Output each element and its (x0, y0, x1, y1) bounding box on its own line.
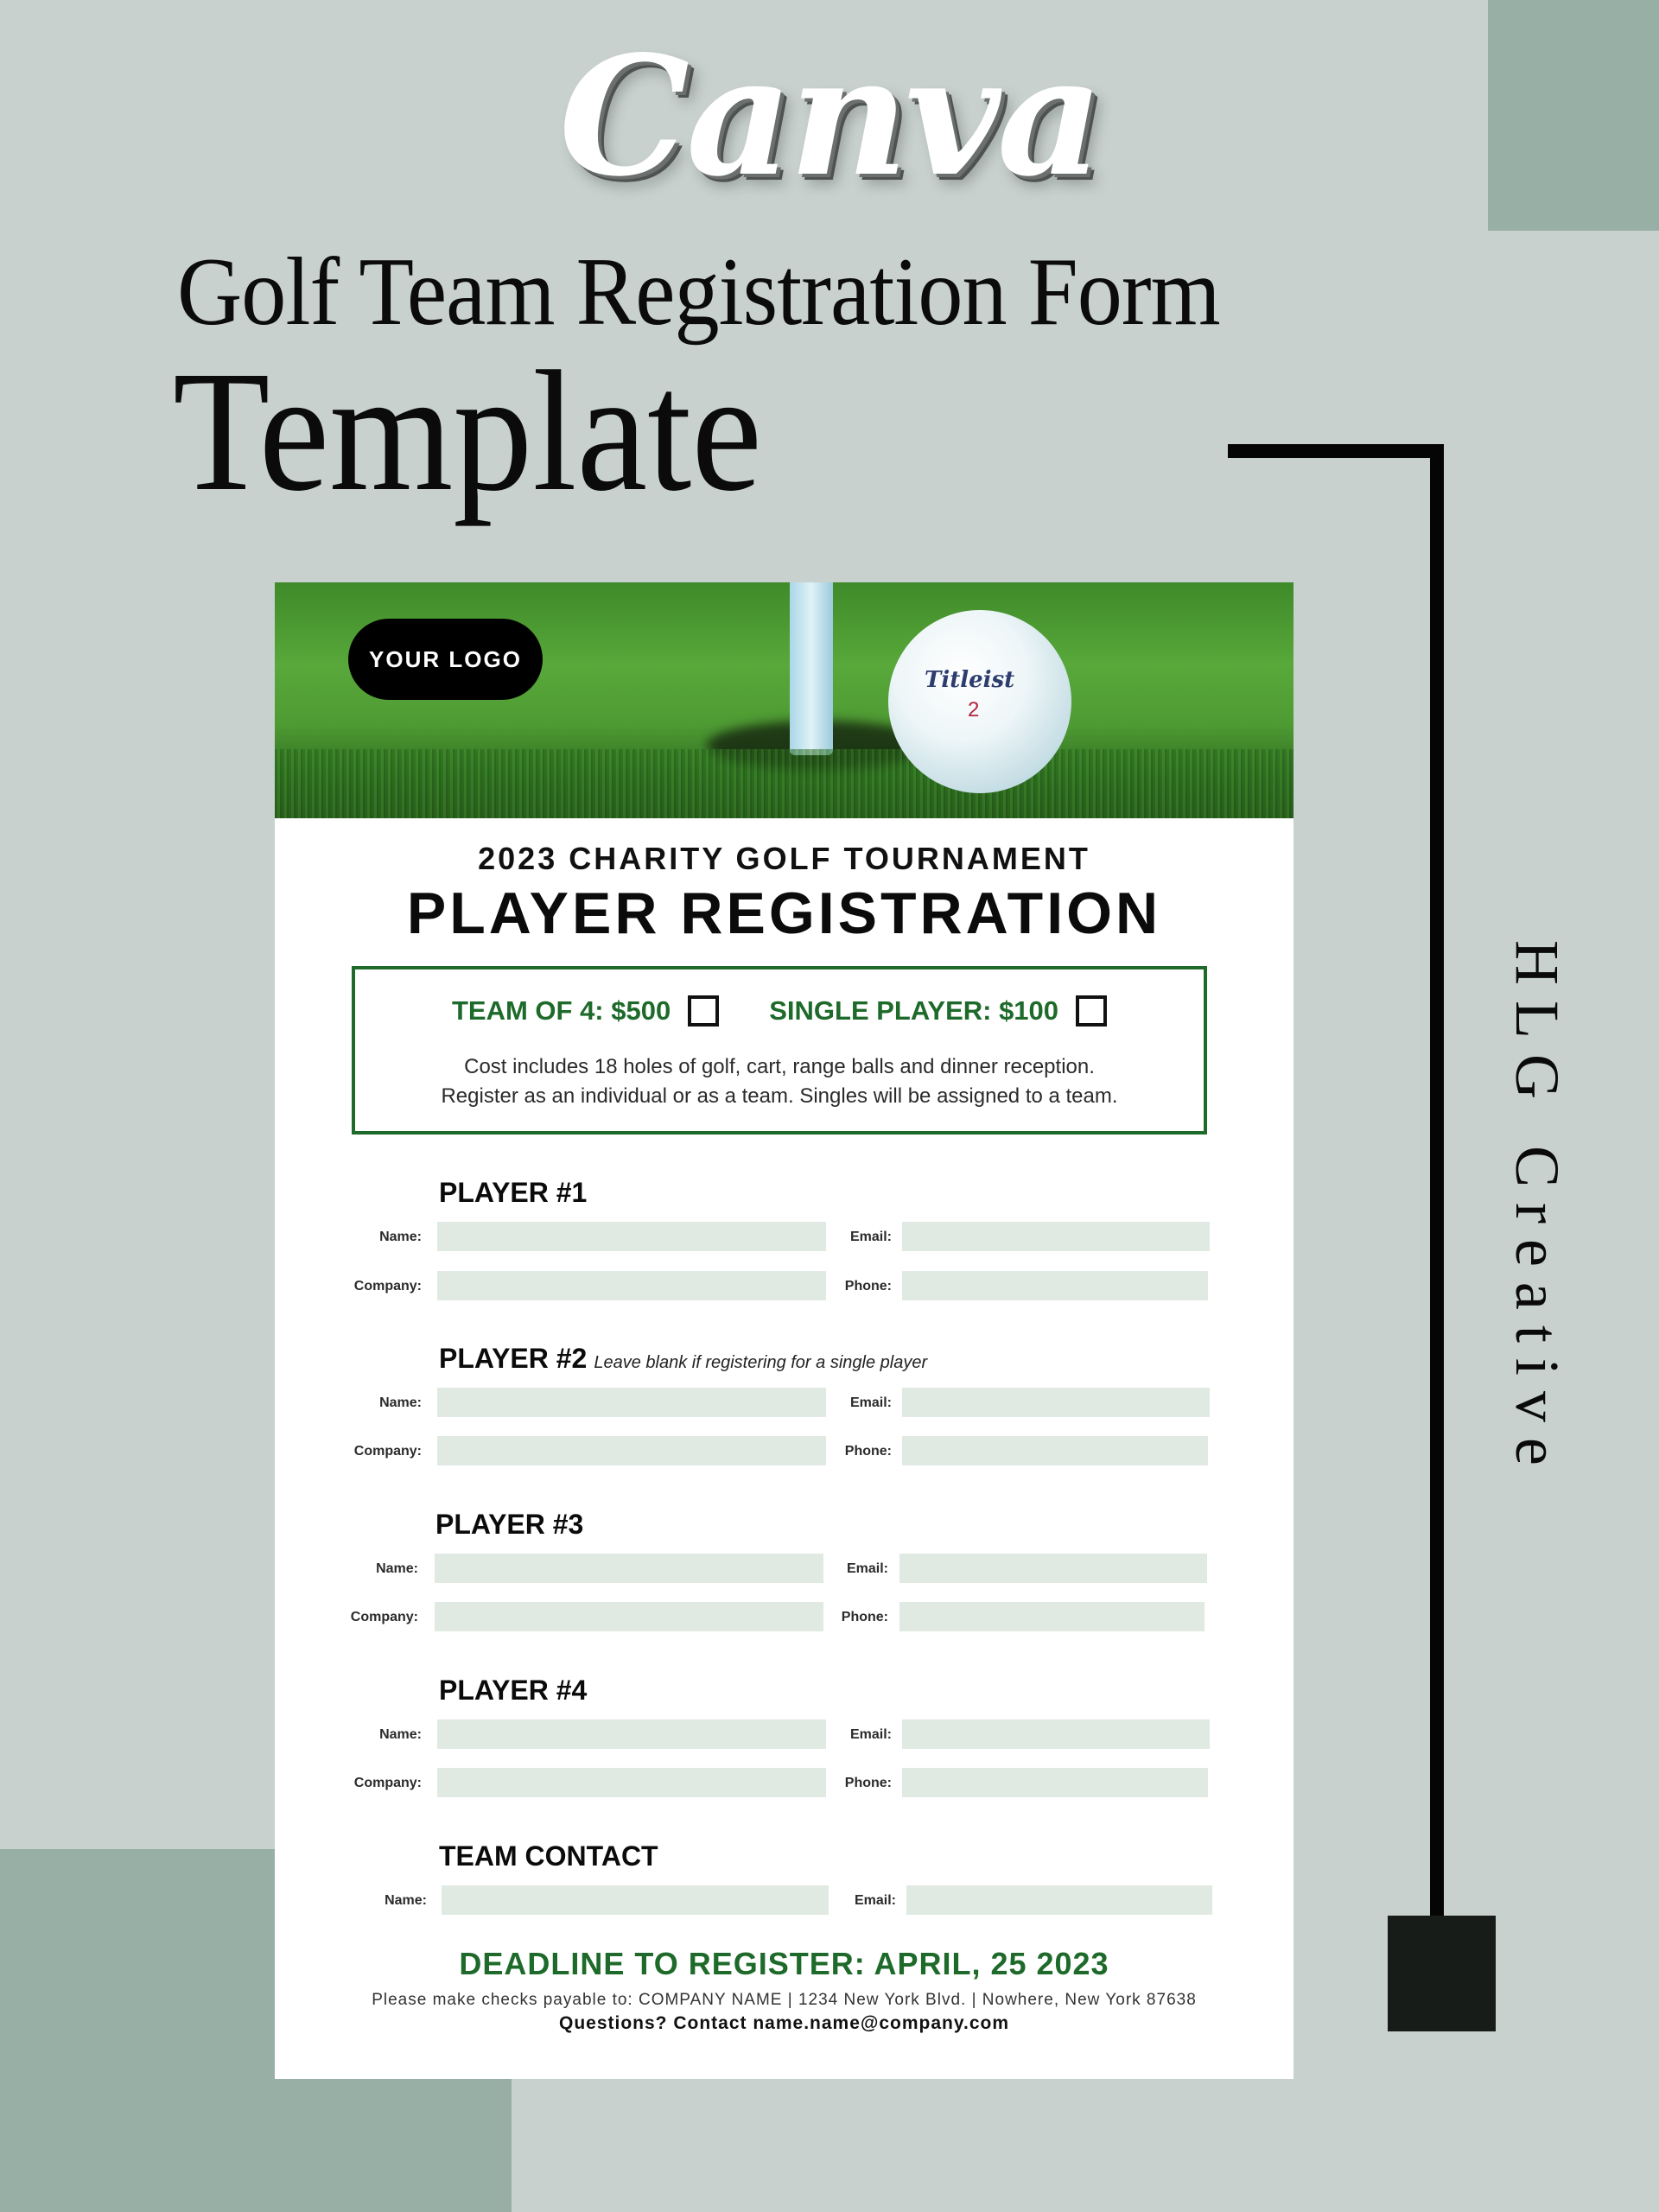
player-3-name-input[interactable] (435, 1554, 823, 1583)
decorative-horizontal-line (1228, 444, 1444, 458)
price-option-single[interactable]: SINGLE PLAYER: $100 (769, 995, 1108, 1027)
canva-brand-title: Canva (559, 20, 1103, 213)
player-1-email-input[interactable] (902, 1222, 1210, 1251)
ball-brand: Titleist (925, 667, 1015, 693)
checkbox-single[interactable] (1076, 995, 1108, 1027)
player-1-phone-input[interactable] (902, 1271, 1208, 1300)
section-title: PLAYER #4 (439, 1675, 588, 1706)
pricing-note: Cost includes 18 holes of golf, cart, ra… (355, 1052, 1204, 1111)
label-name: Name: (385, 1893, 427, 1908)
player-4-name-input[interactable] (437, 1719, 826, 1749)
registration-form-preview: Titleist 2 YOUR LOGO 2023 CHARITY GOLF T… (275, 582, 1294, 2079)
price-option-team[interactable]: TEAM OF 4: $500 (451, 995, 720, 1027)
accent-block-top-right (1488, 0, 1659, 231)
vertical-credit: HLG Creative (1503, 940, 1572, 1481)
label-phone: Phone: (844, 1279, 892, 1294)
section-title: PLAYER #1 (439, 1177, 588, 1208)
event-title: 2023 CHARITY GOLF TOURNAMENT (478, 841, 1090, 876)
player-2-name-input[interactable] (437, 1388, 826, 1417)
player-1-company-input[interactable] (437, 1271, 826, 1300)
form-title: PLAYER REGISTRATION (406, 880, 1162, 946)
label-name: Name: (379, 1230, 422, 1244)
label-email: Email: (846, 1561, 888, 1576)
pricing-note-line1: Cost includes 18 holes of golf, cart, ra… (464, 1055, 1095, 1078)
cover-title: Template (173, 336, 762, 527)
player-1-name-input[interactable] (437, 1222, 826, 1251)
price-label-single: SINGLE PLAYER: $100 (769, 995, 1059, 1026)
label-email: Email: (849, 1727, 892, 1742)
player-3-company-input[interactable] (435, 1602, 823, 1631)
label-name: Name: (379, 1395, 422, 1410)
player-2-phone-input[interactable] (902, 1436, 1208, 1465)
golf-ball-icon: Titleist 2 (888, 610, 1071, 793)
label-name: Name: (376, 1561, 418, 1576)
grass-texture (275, 749, 1294, 818)
ball-number: 2 (968, 698, 980, 721)
label-phone: Phone: (841, 1610, 888, 1624)
label-phone: Phone: (844, 1444, 892, 1459)
label-company: Company: (353, 1444, 422, 1459)
section-title: TEAM CONTACT (439, 1840, 658, 1872)
checks-payable-note: Please make checks payable to: COMPANY N… (372, 1991, 1197, 2009)
decorative-vertical-line (1430, 444, 1444, 1918)
label-company: Company: (353, 1776, 422, 1790)
flag-pin (790, 582, 833, 755)
price-label-team: TEAM OF 4: $500 (451, 995, 671, 1026)
team-contact-name-input[interactable] (442, 1885, 829, 1915)
pricing-box: TEAM OF 4: $500 SINGLE PLAYER: $100 Cost… (352, 966, 1207, 1135)
section-title: PLAYER #3 (435, 1509, 584, 1540)
section-note: Leave blank if registering for a single … (594, 1353, 928, 1372)
logo-placeholder[interactable]: YOUR LOGO (348, 619, 543, 700)
label-email: Email: (849, 1230, 892, 1244)
hero-image-golf: Titleist 2 YOUR LOGO (275, 582, 1294, 818)
label-company: Company: (353, 1279, 422, 1294)
cover-subtitle: Golf Team Registration Form (177, 238, 1221, 346)
player-2-email-input[interactable] (902, 1388, 1210, 1417)
pricing-note-line2: Register as an individual or as a team. … (441, 1084, 1118, 1108)
team-contact-email-input[interactable] (906, 1885, 1212, 1915)
checkbox-team[interactable] (688, 995, 720, 1027)
player-4-email-input[interactable] (902, 1719, 1210, 1749)
contact-questions: Questions? Contact name.name@company.com (558, 2013, 1010, 2033)
player-4-company-input[interactable] (437, 1768, 826, 1797)
label-company: Company: (350, 1610, 418, 1624)
player-3-phone-input[interactable] (899, 1602, 1205, 1631)
decorative-square (1388, 1916, 1496, 2031)
player-4-phone-input[interactable] (902, 1768, 1208, 1797)
registration-deadline: DEADLINE TO REGISTER: APRIL, 25 2023 (459, 1946, 1109, 1981)
label-email: Email: (849, 1395, 892, 1410)
player-2-company-input[interactable] (437, 1436, 826, 1465)
label-name: Name: (379, 1727, 422, 1742)
label-email: Email: (854, 1893, 896, 1908)
label-phone: Phone: (844, 1776, 892, 1790)
player-3-email-input[interactable] (899, 1554, 1207, 1583)
